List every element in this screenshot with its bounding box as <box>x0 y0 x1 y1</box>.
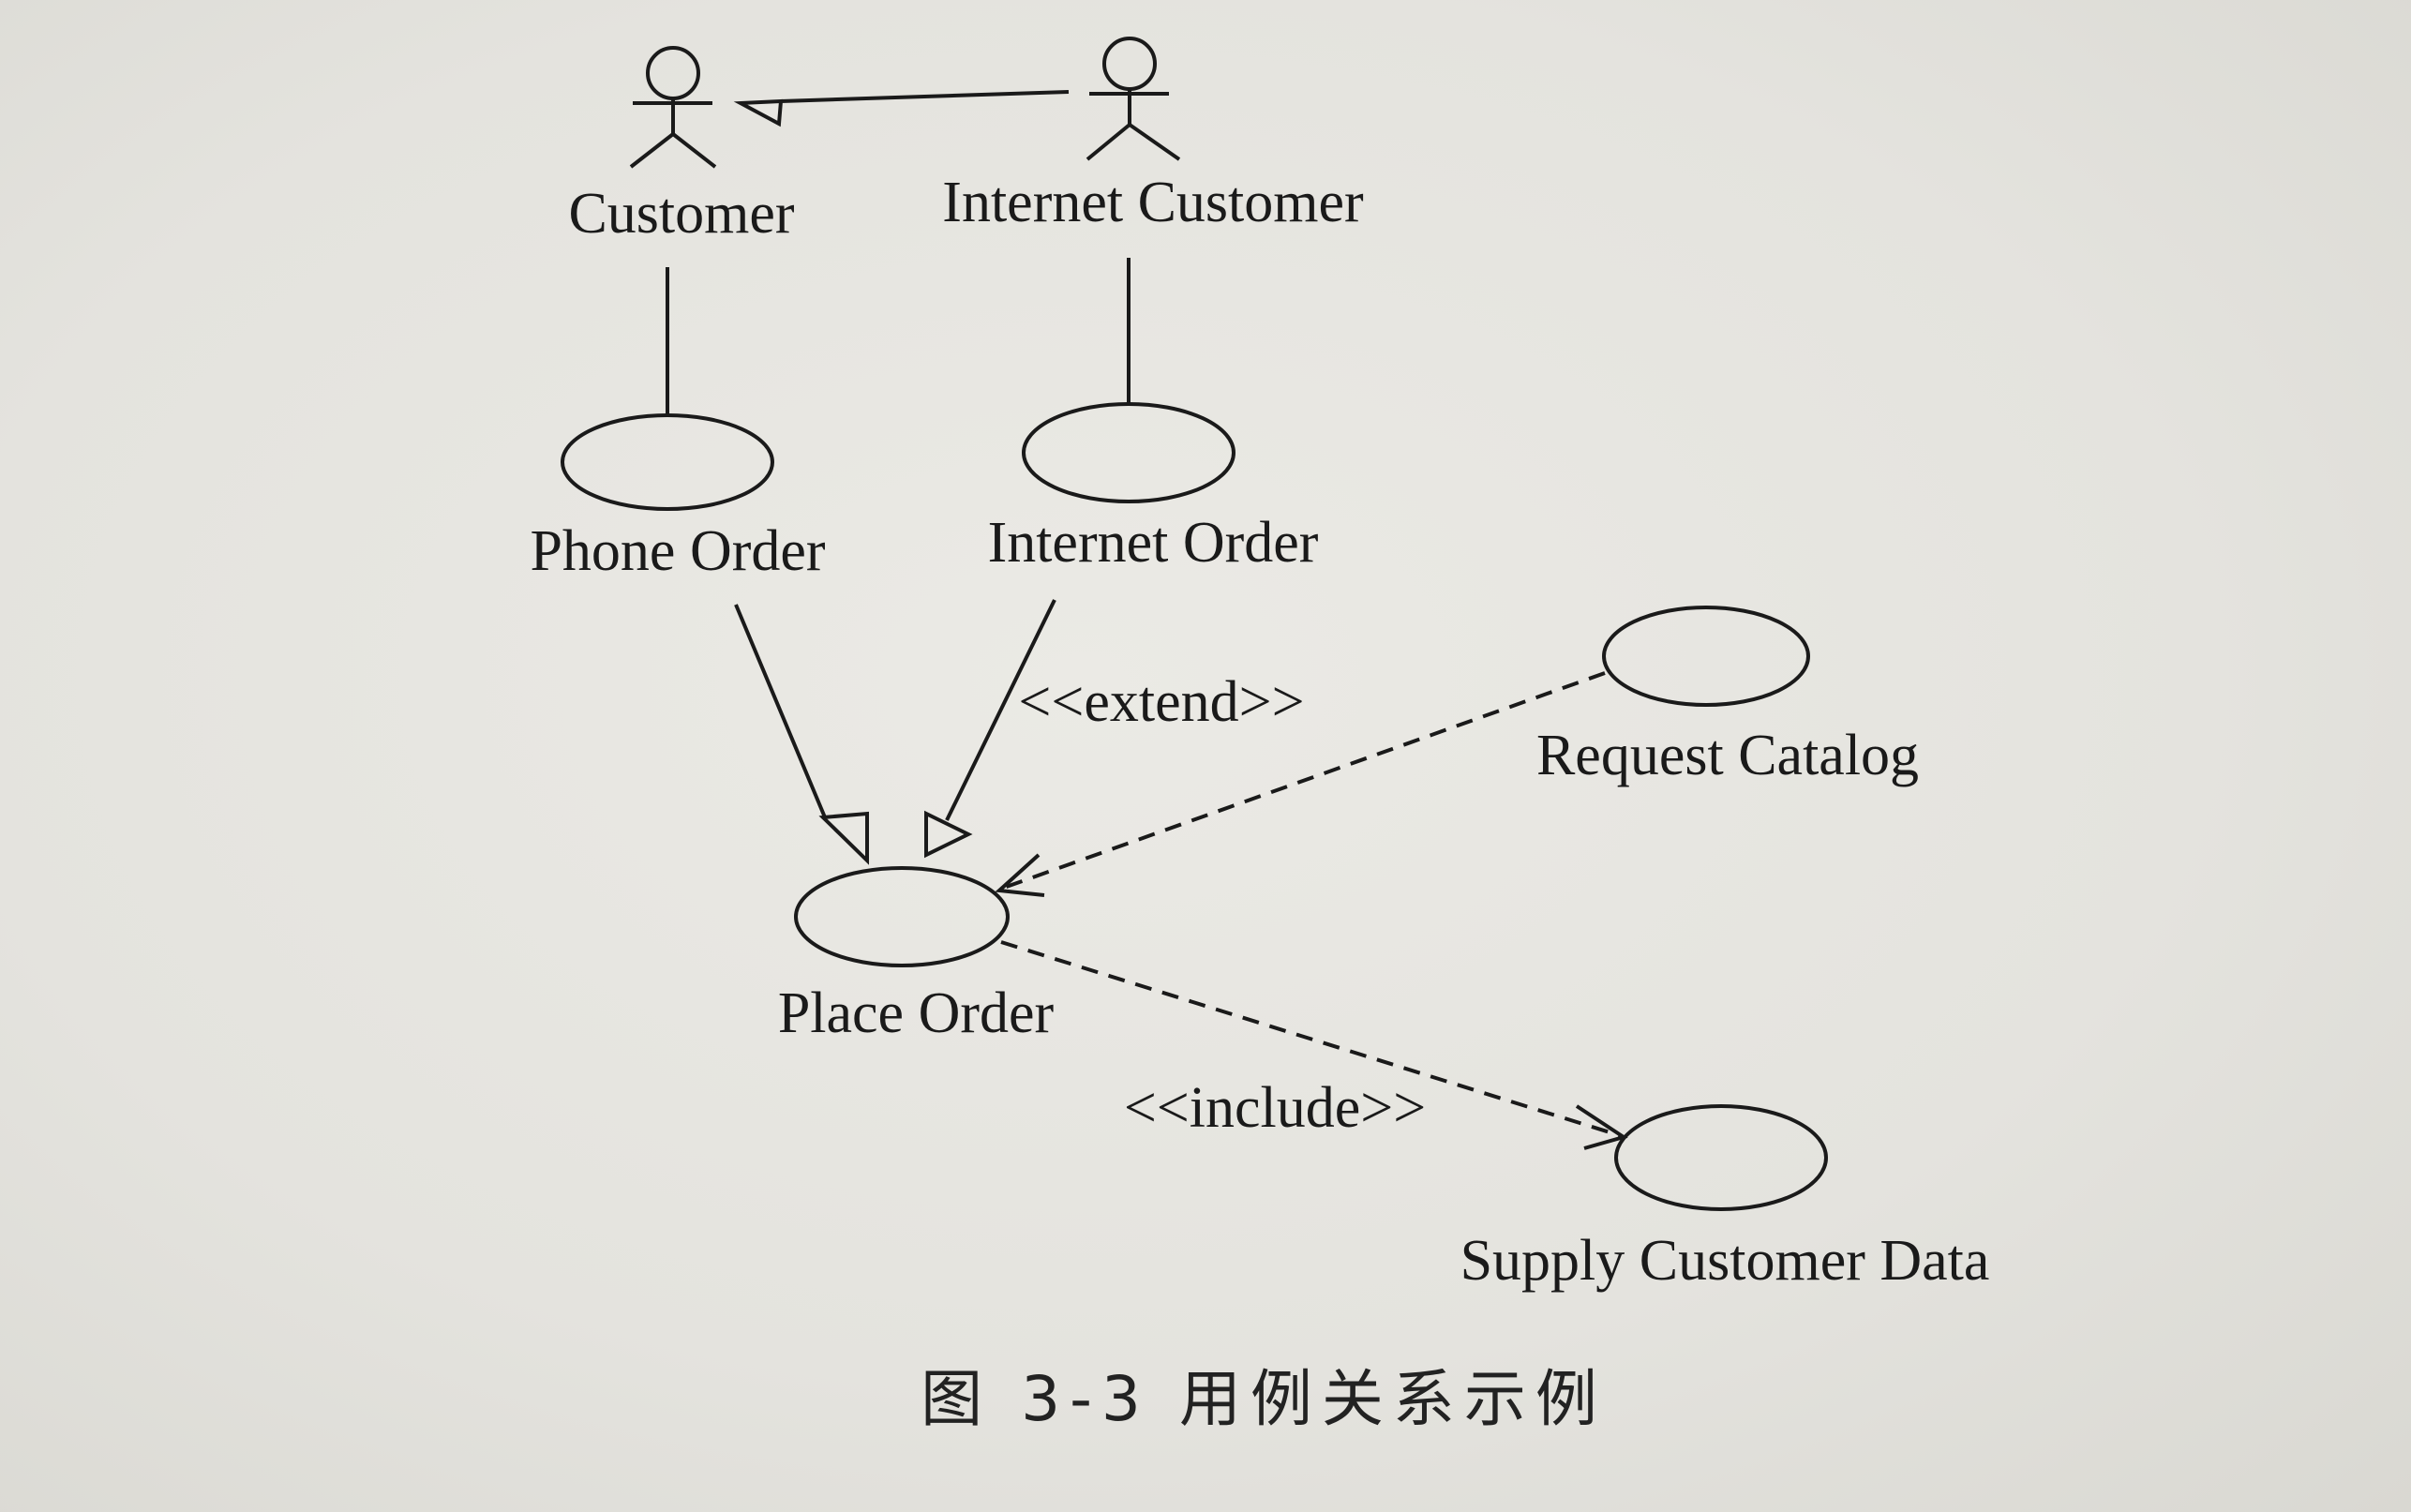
use-case-request-catalog-label: Request Catalog <box>1536 724 1919 787</box>
use-case-phone-order <box>561 413 774 511</box>
generalization-internet-order-to-place-order <box>924 599 1056 859</box>
use-case-internet-order <box>1022 402 1235 503</box>
extend-stereotype-label: <<extend>> <box>1018 670 1304 734</box>
figure-caption: 图 3-3 用例关系示例 <box>921 1363 1607 1435</box>
include-dependency-place-order-to-supply-customer-data <box>1000 940 1628 1150</box>
use-case-supply-customer-data-label: Supply Customer Data <box>1460 1229 1990 1293</box>
use-case-phone-order-label: Phone Order <box>530 519 825 583</box>
actor-internet-customer-label: Internet Customer <box>942 171 1364 234</box>
generalization-phone-order-to-place-order <box>734 604 869 865</box>
actor-customer-icon <box>629 46 717 169</box>
use-case-internet-order-label: Internet Order <box>988 511 1319 575</box>
use-case-supply-customer-data <box>1614 1104 1828 1211</box>
use-case-request-catalog <box>1602 606 1810 707</box>
include-stereotype-label: <<include>> <box>1124 1076 1426 1140</box>
use-case-place-order-label: Place Order <box>778 981 1055 1045</box>
actor-customer-label: Customer <box>568 182 794 246</box>
use-case-place-order <box>794 866 1010 967</box>
extend-dependency-request-catalog-to-place-order <box>995 671 1606 897</box>
actor-internet-customer-icon <box>1086 37 1181 161</box>
generalization-internet-customer-to-customer <box>733 90 1070 127</box>
